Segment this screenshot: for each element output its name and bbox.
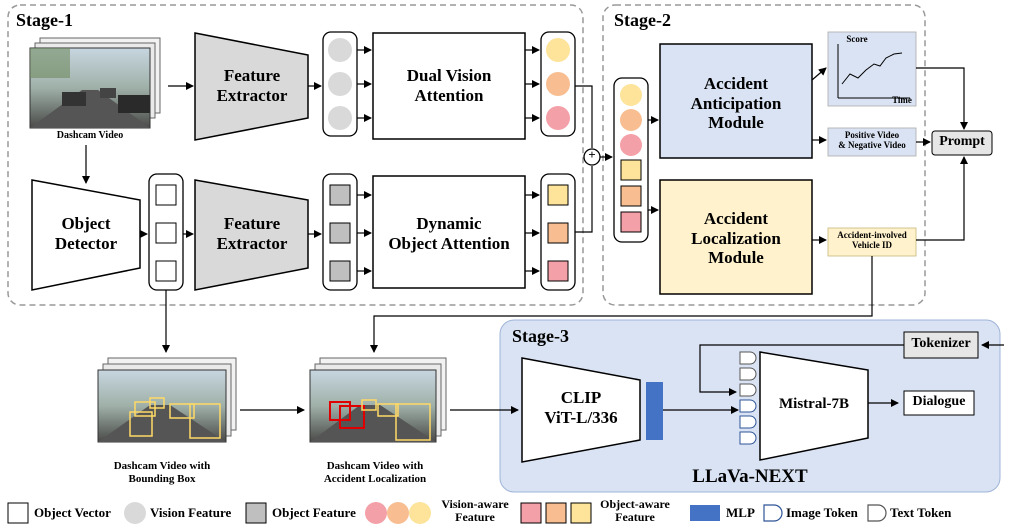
concat-plus-circle [583,148,601,166]
stage3-arrows [162,290,1004,414]
accident-localization-module [659,179,813,295]
dual-vision-attention-box [372,32,526,140]
vehicle-id-box [827,227,917,257]
bbox-video-stack [97,357,237,443]
llava-next-label: LLaVa-NEXT [692,466,808,487]
stage1-boundary [7,4,584,306]
mistral-label: Mistral-7B [779,396,849,412]
dashcam-video-label: Dashcam Video [56,130,124,141]
legend-shapes [7,502,887,524]
stage2-arrows [370,67,968,353]
object-feature-column [322,173,358,291]
dynamic-object-attention-box [372,175,526,289]
stage2-title: Stage-2 [614,10,671,30]
clip-encoder-shape [521,357,641,463]
vision-aware-column [540,31,576,137]
feature-extractor-bottom [194,179,309,291]
legend-mlp: MLP [726,505,755,520]
dialogue-box [903,390,975,416]
combined-feature-column [613,77,649,243]
pos-neg-video-box [827,127,917,157]
score-chart [827,31,917,107]
vision-feature-circle [328,38,352,62]
legend-object-vector: Object Vector [34,505,111,520]
stage1-arrows [82,46,613,275]
legend-object-feature: Object Feature [272,505,356,520]
dialogue-label: Dialogue [912,394,966,409]
object-vector-column [148,173,184,291]
stage1-title: Stage-1 [16,10,73,30]
legend-image-token: Image Token [786,505,858,520]
tokenizer-label: Tokenizer [911,336,971,351]
feature-extractor-top [194,32,309,141]
stage2-boundary [602,4,926,306]
pos-neg-video-label: Positive Video& Negative Video [838,130,906,151]
object-aware-column [540,173,576,291]
mlp-block [646,382,663,440]
legend-text-token: Text Token [890,505,952,520]
vision-feature-circle [328,106,352,130]
token-column [739,351,757,445]
tokenizer-box [903,331,979,359]
plus-symbol: + [588,147,596,162]
mistral-shape [759,351,869,461]
chart-time-label: Time [892,95,912,105]
stage3-title: Stage-3 [512,326,569,346]
accident-anticipation-module [659,43,813,159]
chart-score-label: Score [846,34,868,44]
prompt-label: Prompt [939,134,985,149]
vision-feature-circle [328,72,352,96]
vision-feature-column [322,31,358,137]
score-line [841,52,903,85]
prompt-box [931,130,993,156]
object-detector-shape [31,179,141,291]
dashcam-video-stack [29,37,161,129]
localization-video-stack [309,357,447,443]
legend-vision-feature: Vision Feature [150,505,232,520]
